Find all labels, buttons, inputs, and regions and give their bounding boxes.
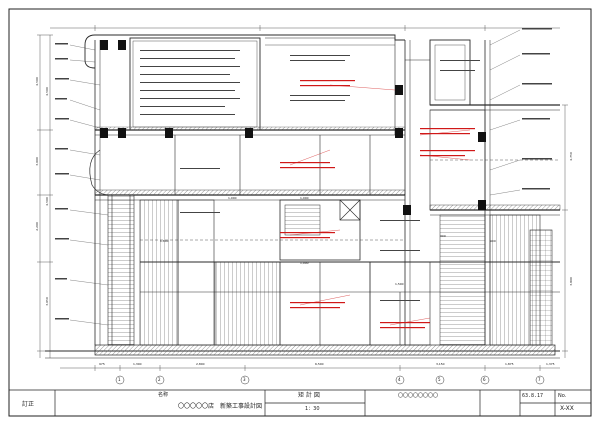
title-block-frame [9,389,591,416]
dim-left-1: 4,500 [34,77,39,86]
dim-right-2: 3,800 [568,277,573,286]
section-drawing [45,34,561,359]
dim-bottom-4: 6,500 [315,362,324,366]
steel-sections [100,40,486,215]
drawing-title: 矩 計 図 [298,392,320,399]
dim-bottom-6: 1,875 [505,362,514,366]
grid-label-5: 5 [438,377,441,382]
dim-interior-4: 1,800 [160,239,169,243]
grid-label-2: 2 [158,377,161,382]
top-dimension-line [50,25,560,31]
left-dimension-line [37,34,53,358]
grid-label-3: 3 [243,377,246,382]
red-annotation-text-blocks [280,80,475,329]
dim-bottom-3: 2,800 [196,362,205,366]
dim-interior-3: 1,500 [395,282,404,286]
scale: 1：30 [305,406,320,412]
revision-label: 訂正 [22,401,35,408]
grid-label-7: 7 [538,377,541,382]
sheet-no-label: No. [558,393,567,399]
right-dimension-line [562,104,568,358]
dim-interior-2: 1,000 [300,196,309,200]
dim-interior-7: 1,000 [300,261,309,265]
leader-lines [69,29,541,326]
dim-bottom-5: 3,150 [436,362,445,366]
name-label: 名称 [158,392,169,398]
bottom-dimension-line [60,365,560,371]
dim-interior-6: 300 [440,234,446,238]
dim-bottom-1: 975 [99,362,105,366]
grid-label-1: 1 [118,377,121,382]
firm-name: 〇〇〇〇〇〇〇〇 [398,393,439,399]
dim-interior-1: 1,000 [228,196,237,200]
dim-interior-5: 900 [490,239,496,243]
dim-left-4: 4,500 [44,87,49,96]
dim-left-2: 3,000 [34,157,39,166]
grid-axis-markers [115,375,545,385]
dim-bottom-2: 1,300 [133,362,142,366]
sheet-number: X-XX [560,405,574,412]
dim-left-3: 2,200 [34,222,39,231]
dim-bottom-7: 1,375 [546,362,555,366]
drawing-date: 63.8.17 [522,393,544,399]
annotation-text-blocks [55,28,552,320]
dim-left-6: 3,050 [44,297,49,306]
sheet-border [8,8,592,417]
project-name: 〇〇〇〇〇店 新築工事設計図 [178,403,263,410]
grid-label-4: 4 [398,377,401,382]
grid-label-6: 6 [483,377,486,382]
dim-left-5: 4,500 [44,197,49,206]
dim-right-1: 4,750 [568,152,573,161]
